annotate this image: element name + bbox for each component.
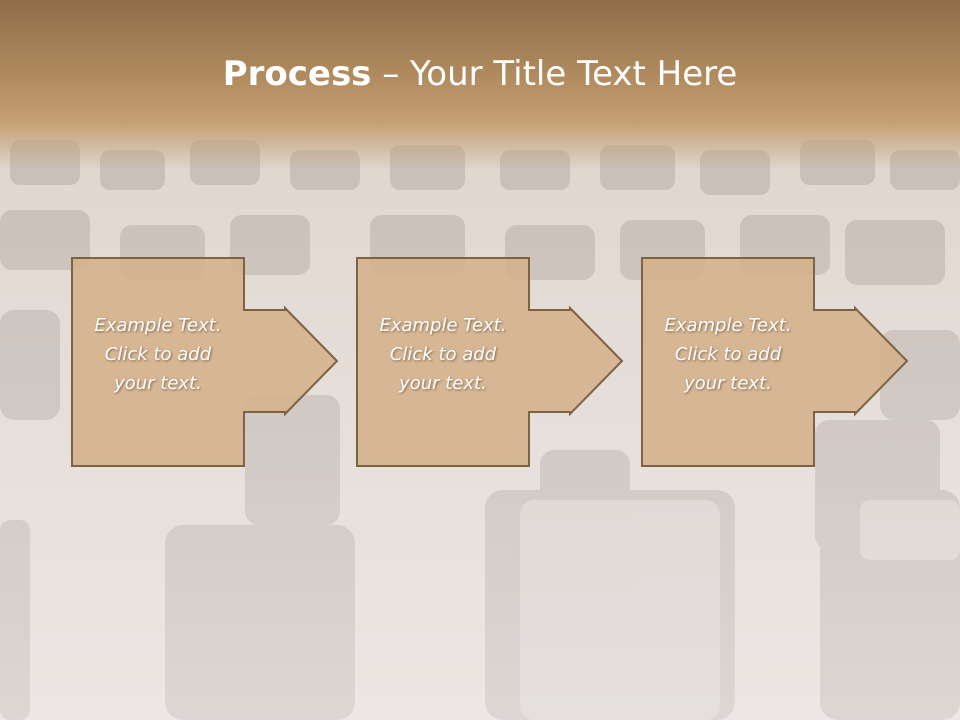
step-1-line-2: Click to add (104, 344, 212, 365)
step-1-line-1: Example Text. (94, 315, 222, 336)
step-2-line-1: Example Text. (379, 315, 507, 336)
step-2-line-3: your text. (399, 373, 487, 394)
process-step-3-text[interactable]: Example Text. Click to add your text. (642, 311, 814, 398)
slide-title[interactable]: Process – Your Title Text Here (0, 52, 960, 96)
process-step-2-shape[interactable] (356, 257, 624, 467)
process-step-1-shape[interactable] (71, 257, 339, 467)
process-step-2-text[interactable]: Example Text. Click to add your text. (357, 311, 529, 398)
process-step-1-text[interactable]: Example Text. Click to add your text. (72, 311, 244, 398)
step-3-line-2: Click to add (674, 344, 782, 365)
process-step-3-shape[interactable] (641, 257, 909, 467)
title-regular-part: – Your Title Text Here (371, 54, 738, 94)
step-1-line-3: your text. (114, 373, 202, 394)
title-bold-part: Process (222, 54, 372, 94)
step-3-line-3: your text. (684, 373, 772, 394)
step-2-line-2: Click to add (389, 344, 497, 365)
step-3-line-1: Example Text. (664, 315, 792, 336)
title-band (0, 0, 960, 170)
